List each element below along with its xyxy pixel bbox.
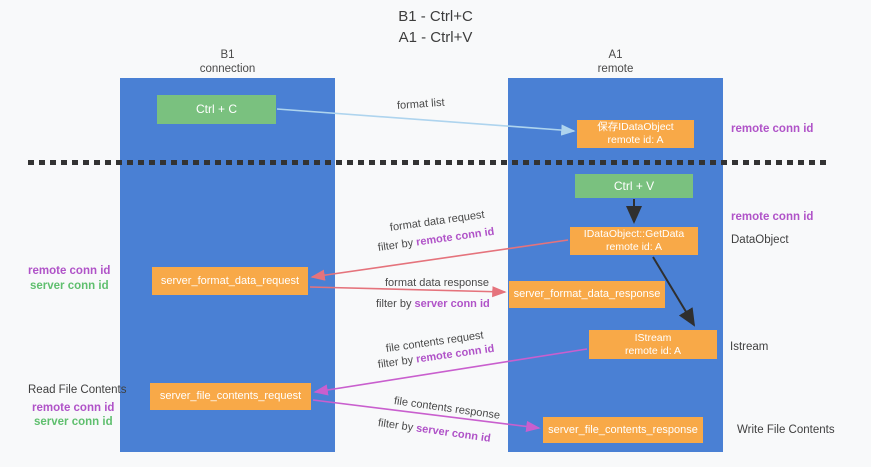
- lane-header-a1: A1 remote: [508, 48, 723, 76]
- lane-a1-name: A1: [608, 49, 623, 61]
- arrow-file-contents-request: [313, 348, 588, 396]
- right-remote-conn-id-2: remote conn id: [731, 211, 814, 223]
- getdata-line1: IDataObject::GetData: [583, 228, 685, 240]
- lane-a1-role: remote: [597, 63, 634, 75]
- server-conn-id-text: server conn id: [414, 298, 490, 310]
- right-remote-conn-id-1: remote conn id: [731, 123, 814, 135]
- lane-b1-name: B1: [220, 49, 235, 61]
- istream-line1: IStream: [634, 331, 672, 344]
- arrow-format-list: [276, 108, 576, 136]
- node-istream: IStream remote id: A: [589, 330, 717, 359]
- arrow-getdata-to-istream: [652, 256, 696, 327]
- right-istream: Istream: [730, 341, 769, 353]
- title-line-1: B1 - Ctrl+C: [398, 8, 473, 25]
- node-save-idataobject: 保存IDataObject remote id: A: [577, 120, 694, 148]
- node-server-format-data-request: server_format_data_request: [152, 267, 308, 295]
- machine-boundary-dashed-line: [28, 160, 830, 165]
- server-format-data-response-label: server_format_data_response: [513, 288, 661, 300]
- lane-b1-role: connection: [199, 63, 256, 75]
- edge-label-filter-by-server-1: filter by server conn id: [376, 298, 490, 310]
- istream-line2: remote id: A: [624, 344, 682, 357]
- getdata-line2: remote id: A: [605, 241, 663, 253]
- node-server-file-contents-request: server_file_contents_request: [150, 383, 311, 410]
- ctrl-v-label: Ctrl + V: [613, 178, 655, 193]
- lane-header-b1: B1 connection: [120, 48, 335, 76]
- server-file-contents-request-label: server_file_contents_request: [159, 390, 302, 402]
- node-server-format-data-response: server_format_data_response: [509, 281, 665, 308]
- left-server-conn-id-1: server conn id: [30, 280, 109, 292]
- right-dataobject: DataObject: [731, 234, 789, 246]
- arrow-format-data-response: [309, 286, 507, 298]
- server-format-data-request-label: server_format_data_request: [160, 274, 300, 287]
- node-ctrl-c: Ctrl + C: [157, 95, 276, 124]
- arrow-file-contents-response: [312, 399, 541, 432]
- right-write-file-contents: Write File Contents: [737, 424, 835, 436]
- left-remote-conn-id-2: remote conn id: [32, 402, 115, 414]
- ctrl-c-label: Ctrl + C: [195, 102, 237, 116]
- save-idataobject-line1: 保存IDataObject: [597, 121, 674, 133]
- diagram-title: B1 - Ctrl+C A1 - Ctrl+V: [0, 6, 871, 48]
- edge-label-format-data-response: format data response: [385, 277, 489, 289]
- node-ctrl-v: Ctrl + V: [575, 174, 693, 198]
- node-idataobject-getdata: IDataObject::GetData remote id: A: [570, 227, 698, 255]
- left-read-file-contents: Read File Contents: [28, 384, 127, 396]
- left-server-conn-id-2: server conn id: [34, 416, 113, 428]
- left-remote-conn-id-1: remote conn id: [28, 265, 111, 277]
- filter-by-text: filter by: [376, 298, 412, 310]
- server-file-contents-response-label: server_file_contents_response: [548, 423, 698, 436]
- save-idataobject-line2: remote id: A: [607, 134, 664, 146]
- node-server-file-contents-response: server_file_contents_response: [543, 417, 703, 443]
- title-line-2: A1 - Ctrl+V: [398, 29, 473, 46]
- arrow-format-data-request: [310, 239, 569, 281]
